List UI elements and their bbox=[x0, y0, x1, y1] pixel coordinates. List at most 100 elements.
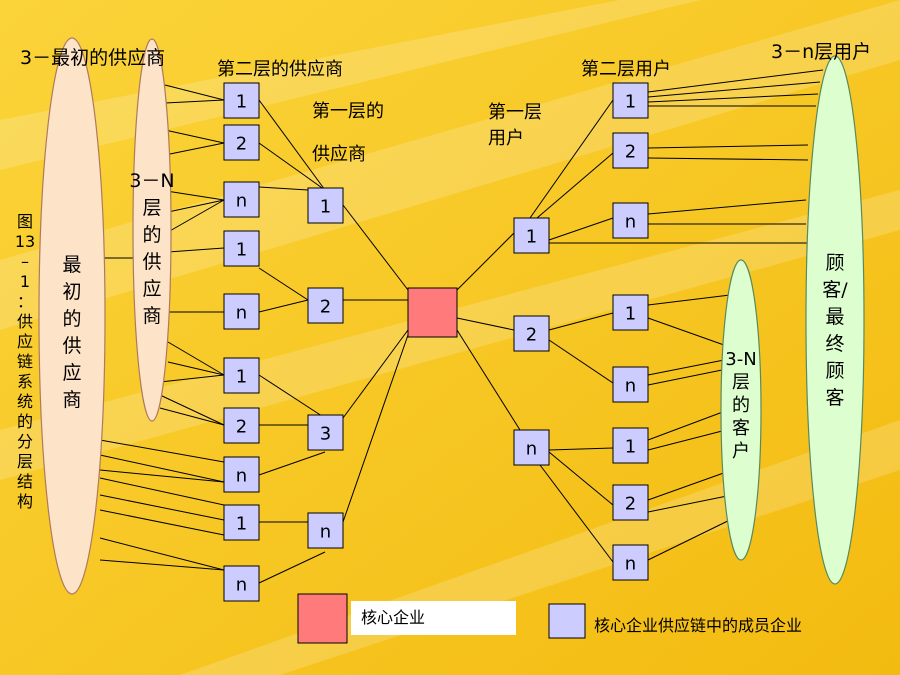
tier3n-supplier-char: 供 bbox=[142, 251, 162, 273]
s2-node-box bbox=[223, 357, 260, 394]
label-tier1-supplier-line2: 供应商 bbox=[312, 144, 366, 165]
tier3n-customer-char: 客 bbox=[732, 418, 750, 439]
end-customer-char: 顾 bbox=[825, 252, 845, 274]
s1-node-box bbox=[307, 287, 344, 324]
legend-core-label: 核心企业 bbox=[351, 601, 516, 635]
tier3n-supplier-ellipse bbox=[132, 38, 172, 422]
tier3n-supplier-char: 商 bbox=[142, 305, 162, 327]
s2-node-box bbox=[223, 504, 260, 541]
initial-supplier-text: 最初的供应商 bbox=[57, 252, 87, 414]
s2-node-label: n bbox=[236, 466, 247, 487]
u2-node-label: 2 bbox=[625, 494, 636, 515]
label-tier3-supplier: 3－最初的供应商 bbox=[20, 47, 166, 69]
u2-node-box bbox=[612, 202, 649, 239]
u1-node-box bbox=[513, 429, 550, 466]
s2-node-label: n bbox=[236, 303, 247, 324]
caption-char: 统 bbox=[16, 392, 33, 411]
end-customer-ellipse bbox=[805, 55, 865, 585]
s2-node-box bbox=[223, 565, 260, 602]
s1-node-box bbox=[307, 414, 344, 451]
s1-node-label: 2 bbox=[320, 297, 331, 318]
s2-node-label: 1 bbox=[236, 92, 247, 113]
tier3n-supplier-text: 3－N 层的供应商 bbox=[122, 168, 182, 330]
s2-node-label: 1 bbox=[236, 514, 247, 535]
caption-char: 构 bbox=[16, 492, 33, 511]
caption-char: 13 bbox=[14, 232, 36, 251]
initial-supplier-char: 商 bbox=[62, 389, 82, 411]
tier3n-supplier-char: 3－N bbox=[129, 170, 175, 192]
u2-node-box bbox=[612, 132, 649, 169]
end-customer-char: 客 bbox=[825, 387, 845, 409]
tier3n-customer-ellipse bbox=[720, 259, 762, 561]
u2-node-box bbox=[612, 427, 649, 464]
label-tier1-user-line2: 用户 bbox=[488, 128, 524, 149]
s2-node-label: n bbox=[236, 191, 247, 212]
s2-node-box bbox=[223, 407, 260, 444]
legend-member-swatch bbox=[548, 603, 586, 639]
tier3n-supplier-char: 层 bbox=[142, 197, 162, 219]
s2-node-label: 1 bbox=[236, 240, 247, 261]
s1-node-box bbox=[307, 187, 344, 224]
core-enterprise-box bbox=[407, 287, 458, 338]
caption-char: ： bbox=[16, 292, 33, 311]
tier3n-customer-char: 层 bbox=[732, 372, 750, 393]
u2-node-box bbox=[612, 484, 649, 521]
u1-node-label: 1 bbox=[526, 227, 537, 248]
u1-node-label: 2 bbox=[526, 325, 537, 346]
u1-node-box bbox=[513, 217, 550, 254]
s2-node-label: 2 bbox=[236, 134, 247, 155]
initial-supplier-char: 应 bbox=[62, 362, 82, 384]
u2-node-box bbox=[612, 544, 649, 581]
s2-node-box bbox=[223, 293, 260, 330]
label-tier1-user-line1: 第一层 bbox=[488, 102, 542, 123]
s2-node-box bbox=[223, 82, 260, 119]
label-tier1-supplier-line1: 第一层的 bbox=[312, 101, 384, 122]
u2-node-label: n bbox=[625, 212, 636, 233]
label-tier2-user: 第二层用户 bbox=[581, 59, 671, 80]
end-customer-char: 客/ bbox=[822, 279, 848, 301]
s1-node-label: 3 bbox=[320, 424, 331, 445]
tier3n-customer-char: 户 bbox=[732, 441, 750, 462]
u2-node-label: n bbox=[625, 554, 636, 575]
caption-char: 1 bbox=[19, 272, 31, 291]
initial-supplier-char: 初 bbox=[62, 281, 82, 303]
initial-supplier-char: 的 bbox=[62, 308, 82, 330]
u2-node-label: 1 bbox=[625, 437, 636, 458]
s2-node-box bbox=[223, 181, 260, 218]
end-customer-char: 最 bbox=[825, 306, 845, 328]
initial-supplier-ellipse bbox=[38, 37, 106, 595]
s1-node-label: 1 bbox=[320, 197, 331, 218]
caption-char: 层 bbox=[16, 452, 33, 471]
caption-char: 分 bbox=[16, 432, 33, 451]
caption-char: 结 bbox=[16, 472, 33, 491]
end-customer-text: 顾客/最终顾客 bbox=[815, 250, 855, 412]
s2-node-label: 2 bbox=[236, 417, 247, 438]
initial-supplier-char: 最 bbox=[62, 254, 82, 276]
tier3n-customer-char: 3-N bbox=[725, 349, 757, 370]
caption-char: 的 bbox=[16, 412, 33, 431]
label-tier2-supplier: 第二层的供应商 bbox=[217, 59, 343, 80]
legend-core-swatch bbox=[297, 593, 348, 644]
u2-node-label: 2 bbox=[625, 142, 636, 163]
tier3n-customer-char: 的 bbox=[732, 395, 750, 416]
s1-node-box bbox=[307, 512, 344, 549]
caption-char: 供 bbox=[16, 312, 33, 331]
caption-char: 图 bbox=[16, 212, 33, 231]
caption-char: 链 bbox=[16, 352, 33, 371]
end-customer-char: 终 bbox=[825, 333, 845, 355]
u2-node-label: 1 bbox=[625, 304, 636, 325]
u1-node-label: n bbox=[526, 439, 537, 460]
caption-char: – bbox=[21, 252, 29, 271]
end-customer-char: 顾 bbox=[825, 360, 845, 382]
u2-node-box bbox=[612, 366, 649, 403]
s2-node-label: n bbox=[236, 575, 247, 596]
u2-node-label: n bbox=[625, 376, 636, 397]
tier3n-supplier-char: 应 bbox=[142, 278, 162, 300]
caption-char: 应 bbox=[16, 332, 33, 351]
s2-node-box bbox=[223, 456, 260, 493]
tier3n-supplier-char: 的 bbox=[142, 224, 162, 246]
